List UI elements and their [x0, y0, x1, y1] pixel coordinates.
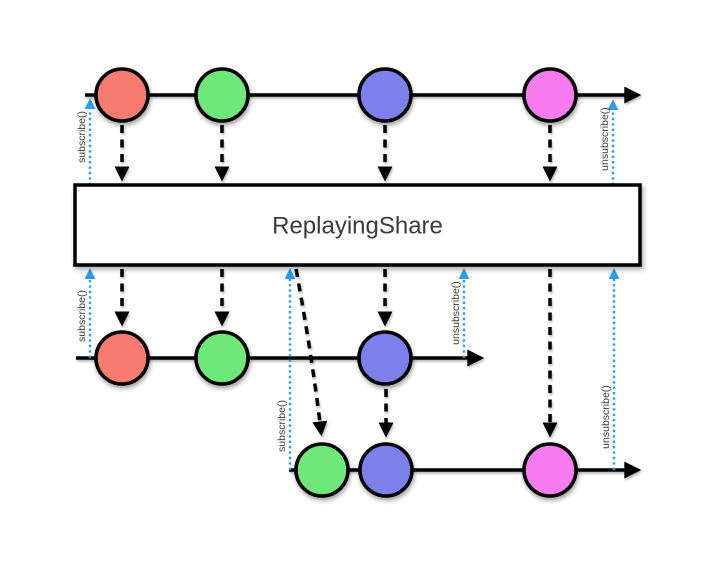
- source-timeline-marble-magenta-icon: [522, 67, 578, 123]
- source-unsubscribe-label: unsubscribe(): [599, 107, 611, 171]
- sub2-subscribe-label: subscribe(): [276, 400, 288, 452]
- source-subscribe-label: subscribe(): [76, 111, 88, 163]
- operator-box-label: ReplayingShare: [272, 213, 443, 240]
- diagram-generated-content: subscribe() unsubscribe() subscribe() unsub…: [76, 67, 642, 498]
- sub2-unsubscribe-label: unsubscribe(): [600, 385, 612, 449]
- subscriber-1-timeline-marble-green-icon: [194, 330, 250, 386]
- operator-box-rect: [73, 183, 642, 267]
- sub1-unsubscribe-label: unsubscribe(): [450, 281, 462, 345]
- subscriber-2-timeline-marble-blue-icon: [358, 442, 414, 498]
- subscriber-1-timeline-marble-blue-icon: [357, 330, 413, 386]
- subscriber-2-timeline-marble-magenta-icon: [522, 442, 578, 498]
- operator-box: ReplayingShare: [73, 183, 642, 267]
- event-arrow-operator-replay-green-to-sub2: [294, 268, 328, 437]
- source-timeline-marble-red-icon: [94, 67, 150, 123]
- source-timeline-marble-blue-icon: [357, 67, 413, 123]
- source-timeline-marble-green-icon: [194, 67, 250, 123]
- sub1-subscribe-label: subscribe(): [76, 290, 88, 342]
- subscriber-1-timeline-marble-red-icon: [94, 330, 150, 386]
- subscriber-2-timeline-marble-green-icon: [294, 442, 350, 498]
